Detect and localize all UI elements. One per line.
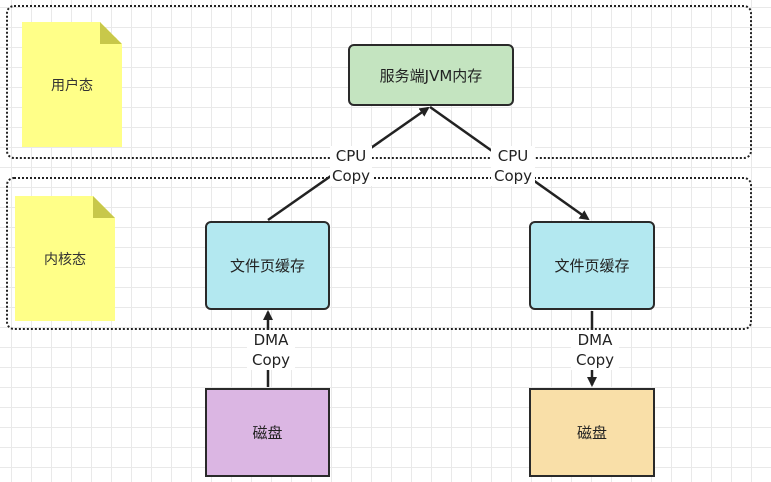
page-cache-right-node: 文件页缓存 <box>529 221 655 310</box>
dma-copy-left-line1: DMA <box>253 331 289 349</box>
user-space-label: 用户态 <box>51 77 93 94</box>
disk-right-node: 磁盘 <box>529 388 655 477</box>
cpu-copy-left-line2: Copy <box>332 167 371 185</box>
cpu-copy-left-label: CPU Copy <box>330 146 372 186</box>
page-cache-left-node: 文件页缓存 <box>205 221 330 310</box>
cpu-copy-left-line1: CPU <box>335 147 367 165</box>
disk-left-node: 磁盘 <box>205 388 330 477</box>
kernel-space-region <box>6 177 752 330</box>
dma-copy-right-line1: DMA <box>577 331 613 349</box>
kernel-space-label: 内核态 <box>44 251 86 268</box>
disk-left-label: 磁盘 <box>252 424 283 442</box>
cpu-copy-right-line1: CPU <box>497 147 529 165</box>
dma-copy-right-label: DMA Copy <box>571 330 619 370</box>
kernel-space-note: 内核态 <box>15 196 115 321</box>
user-space-region <box>6 5 752 159</box>
cpu-copy-right-line2: Copy <box>493 167 533 185</box>
cpu-copy-right-label: CPU Copy <box>491 146 535 186</box>
page-cache-left-label: 文件页缓存 <box>229 257 305 275</box>
dma-copy-right-line2: Copy <box>575 351 615 369</box>
dma-copy-left-line2: Copy <box>251 351 291 369</box>
dma-copy-left-label: DMA Copy <box>247 330 295 370</box>
user-space-note: 用户态 <box>22 22 122 147</box>
disk-right-label: 磁盘 <box>576 424 607 442</box>
jvm-memory-label: 服务端JVM内存 <box>379 66 483 85</box>
jvm-memory-node: 服务端JVM内存 <box>348 44 514 106</box>
page-cache-right-label: 文件页缓存 <box>554 257 630 275</box>
